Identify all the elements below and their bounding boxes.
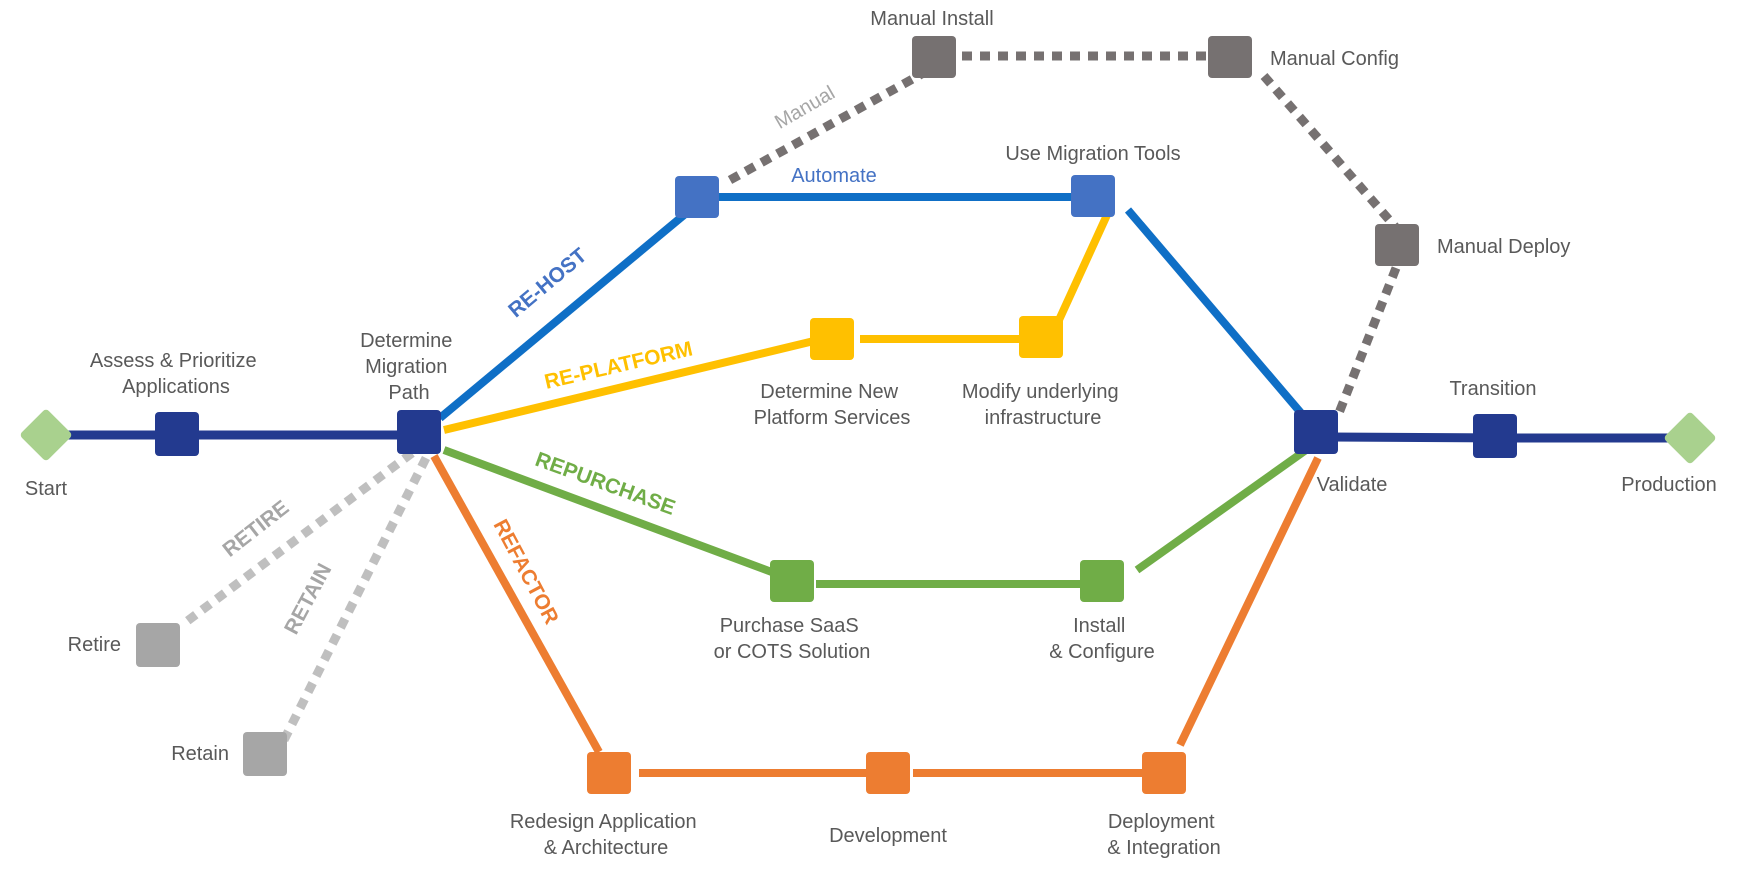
manual-install-node[interactable] [912,36,956,78]
connectors [46,51,1690,777]
retain-node[interactable] [243,732,287,776]
line-tools-validate [1124,207,1311,423]
line-deploy-validate [1332,266,1401,420]
line-retire [179,449,415,629]
retain-label: Retain [171,743,229,765]
platform-services-node[interactable] [810,318,854,360]
modify-infra-label: Modify underlying infrastructure [962,381,1124,429]
transition-label: Transition [1449,378,1536,400]
redesign-node[interactable] [587,752,631,794]
determine-label: Determine Migration Path [360,330,458,404]
manual-config-node[interactable] [1208,36,1252,78]
manual-config-label: Manual Config [1270,48,1399,70]
validate-label: Validate [1317,474,1388,496]
validate-node[interactable] [1294,410,1338,454]
deployment-node[interactable] [1142,752,1186,794]
node-labels: Start Assess & Prioritize Applications D… [25,8,1717,859]
retire-label: Retire [68,634,121,656]
line-repurchase [442,446,779,578]
line-manual [727,62,939,184]
route-labels: RE-HOST RE-PLATFORM REPURCHASE REFACTOR … [219,82,877,638]
line-deploy-validate-orange [1176,456,1322,747]
line-install-validate [1134,446,1309,574]
install-configure-node[interactable] [1080,560,1124,602]
line-config-deploy [1260,73,1402,233]
platform-services-label: Determine New Platform Services [754,381,911,429]
production-label: Production [1621,474,1717,496]
purchase-saas-node[interactable] [770,560,814,602]
nodes [19,36,1717,794]
line-refactor [430,454,603,754]
deployment-label: Deployment & Integration [1107,811,1220,859]
line-replatform [443,336,819,434]
development-label: Development [829,825,947,847]
redesign-label: Redesign Application & Architecture [510,811,702,859]
start-node[interactable] [19,408,73,462]
determine-node[interactable] [397,410,441,454]
assess-label: Assess & Prioritize Applications [90,350,262,398]
start-label: Start [25,478,68,500]
manual-deploy-label: Manual Deploy [1437,236,1570,258]
production-node[interactable] [1663,411,1717,465]
automate-route-label: Automate [791,165,877,187]
development-node[interactable] [866,752,910,794]
line-modify-tools [1055,213,1111,322]
assess-node[interactable] [155,412,199,456]
rehost-node[interactable] [675,176,719,218]
retain-route-label: RETAIN [280,560,336,638]
modify-infra-node[interactable] [1019,316,1063,358]
migration-tools-node[interactable] [1071,175,1115,217]
transition-node[interactable] [1473,414,1517,458]
manual-install-label: Manual Install [870,8,993,30]
rehost-route-label: RE-HOST [504,244,591,322]
manual-deploy-node[interactable] [1375,224,1419,266]
purchase-saas-label: Purchase SaaS or COTS Solution [714,615,871,663]
install-configure-label: Install & Configure [1049,615,1155,663]
migration-tools-label: Use Migration Tools [1005,143,1180,165]
line-rehost [437,206,693,422]
retire-node[interactable] [136,623,180,667]
